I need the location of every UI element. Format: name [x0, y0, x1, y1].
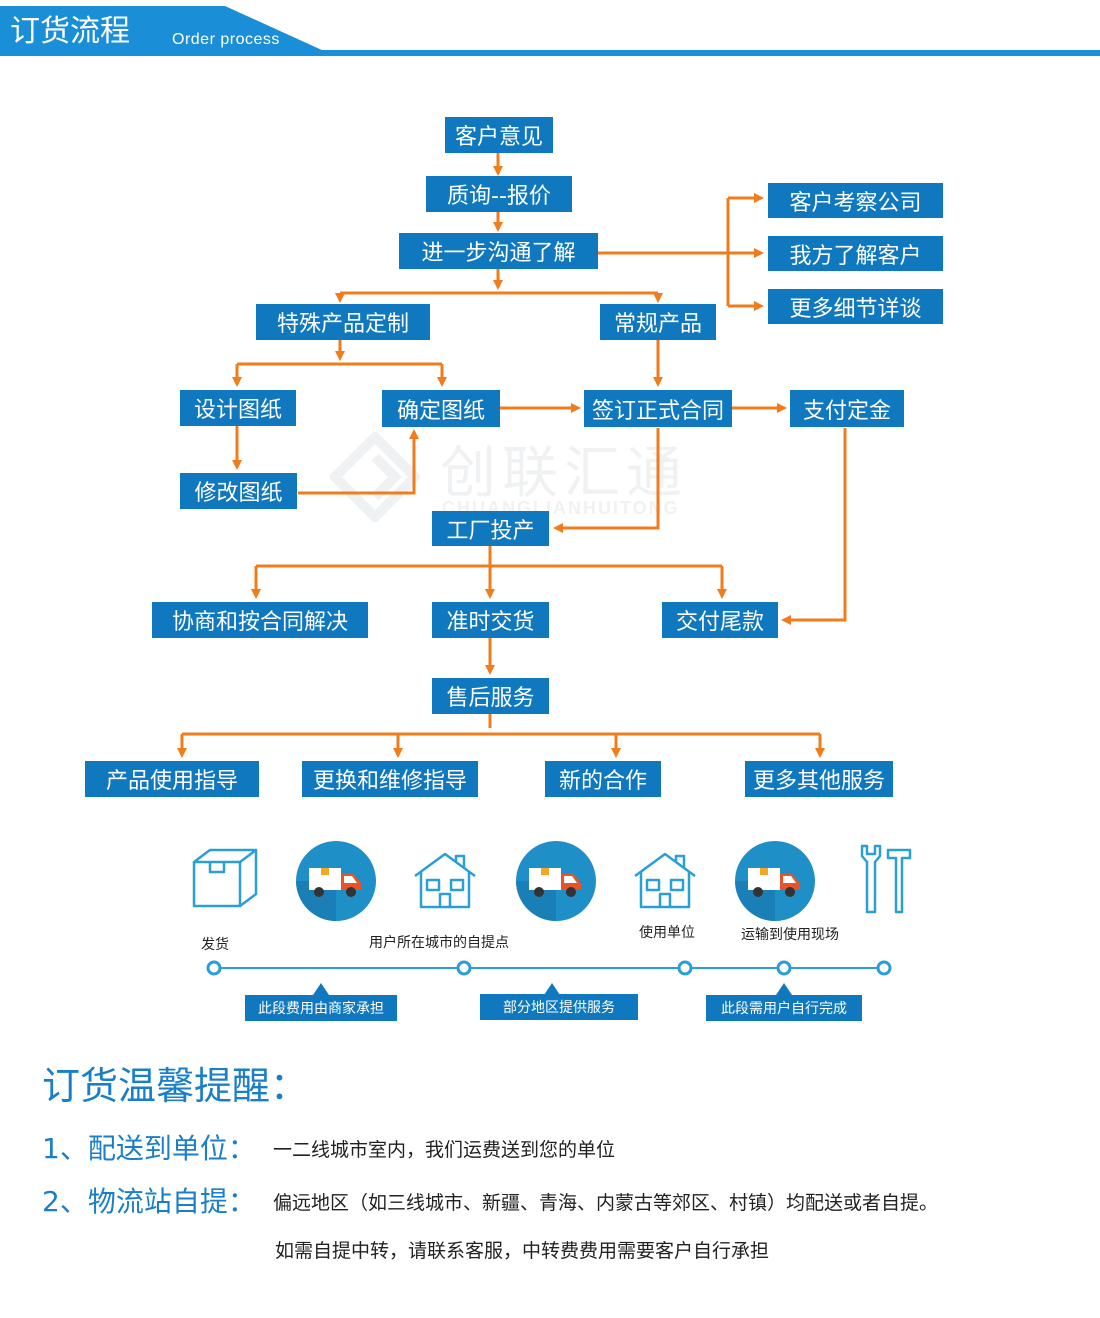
watermark-logo-icon	[330, 432, 420, 522]
flow-node-modify-drawing: 修改图纸	[180, 473, 297, 509]
tip-1-text: 一二线城市室内，我们运费送到您的单位	[273, 1139, 616, 1161]
step-label-pickup-point: 用户所在城市的自提点	[369, 935, 509, 951]
arrow-n13-n10	[298, 429, 419, 495]
page-subtitle: Order process	[172, 31, 280, 48]
segment-label-merchant: 此段费用由商家承担	[245, 995, 397, 1021]
watermark-text: 创联汇通	[440, 441, 688, 506]
step-label-user-unit: 使用单位	[639, 925, 695, 941]
flow-node-after-sales: 售后服务	[432, 678, 549, 714]
flow-node-inquiry-quote: 质询--报价	[426, 176, 572, 212]
flow-node-know-customer: 我方了解客户	[768, 236, 943, 271]
truck-icon	[296, 841, 376, 921]
delivery-timeline	[206, 960, 892, 995]
flow-node-sign-contract: 签订正式合同	[584, 390, 732, 427]
truck-icon	[516, 841, 596, 921]
segment-label-user: 此段需用户自行完成	[706, 995, 862, 1021]
flow-node-negotiate: 协商和按合同解决	[152, 602, 368, 638]
flow-node-custom-product: 特殊产品定制	[256, 304, 430, 340]
header-underline	[0, 50, 1100, 56]
flow-node-customer-visit: 客户考察公司	[768, 183, 943, 218]
tip-2-text: 偏远地区（如三线城市、新疆、青海、内蒙古等郊区、村镇）均配送或者自提。	[273, 1192, 939, 1214]
flow-node-repair-guide: 更换和维修指导	[302, 761, 478, 797]
timeline-dot	[876, 960, 892, 976]
page-title: 订货流程	[10, 14, 130, 49]
flow-node-new-cooperation: 新的合作	[545, 761, 661, 797]
timeline-dot	[677, 960, 693, 976]
timeline-dot	[776, 960, 792, 976]
timeline-dot	[456, 960, 472, 976]
flow-node-on-time-delivery: 准时交货	[432, 602, 549, 638]
flow-node-customer-opinion: 客户意见	[445, 117, 553, 153]
tip-2-text-continued: 如需自提中转，请联系客服，中转费费用需要客户自行承担	[275, 1240, 770, 1262]
flow-node-final-payment: 交付尾款	[662, 602, 778, 638]
arrow-n12-n17	[781, 428, 847, 625]
tip-2-label: 2、物流站自提：	[42, 1185, 256, 1218]
house-icon	[634, 852, 696, 909]
step-label-ship: 发货	[201, 937, 229, 953]
flow-connectors	[177, 152, 847, 758]
flow-node-usage-guide: 产品使用指导	[85, 761, 259, 797]
tip-1-label: 1、配送到单位：	[42, 1132, 256, 1165]
flow-node-further-communication: 进一步沟通了解	[399, 233, 598, 269]
step-label-to-site: 运输到使用现场	[741, 927, 839, 943]
flow-node-factory-production: 工厂投产	[432, 511, 549, 546]
segment-label-partial: 部分地区提供服务	[480, 994, 638, 1020]
flow-node-more-services: 更多其他服务	[745, 761, 893, 797]
flow-node-more-details: 更多细节详谈	[768, 289, 943, 324]
arrow-n11-n14	[553, 428, 660, 533]
house-icon	[414, 852, 476, 909]
tools-icon	[860, 844, 912, 914]
flow-node-regular-product: 常规产品	[600, 304, 716, 340]
flow-node-pay-deposit: 支付定金	[790, 390, 904, 427]
box-icon	[192, 848, 258, 908]
truck-icon	[735, 841, 815, 921]
flow-node-confirm-drawing: 确定图纸	[382, 390, 500, 427]
timeline-dot	[206, 960, 222, 976]
flow-node-design-drawing: 设计图纸	[180, 390, 296, 426]
tips-title: 订货温馨提醒：	[42, 1064, 309, 1108]
watermark: 创联汇通 CHUANGLIANHUITONG	[330, 428, 750, 528]
